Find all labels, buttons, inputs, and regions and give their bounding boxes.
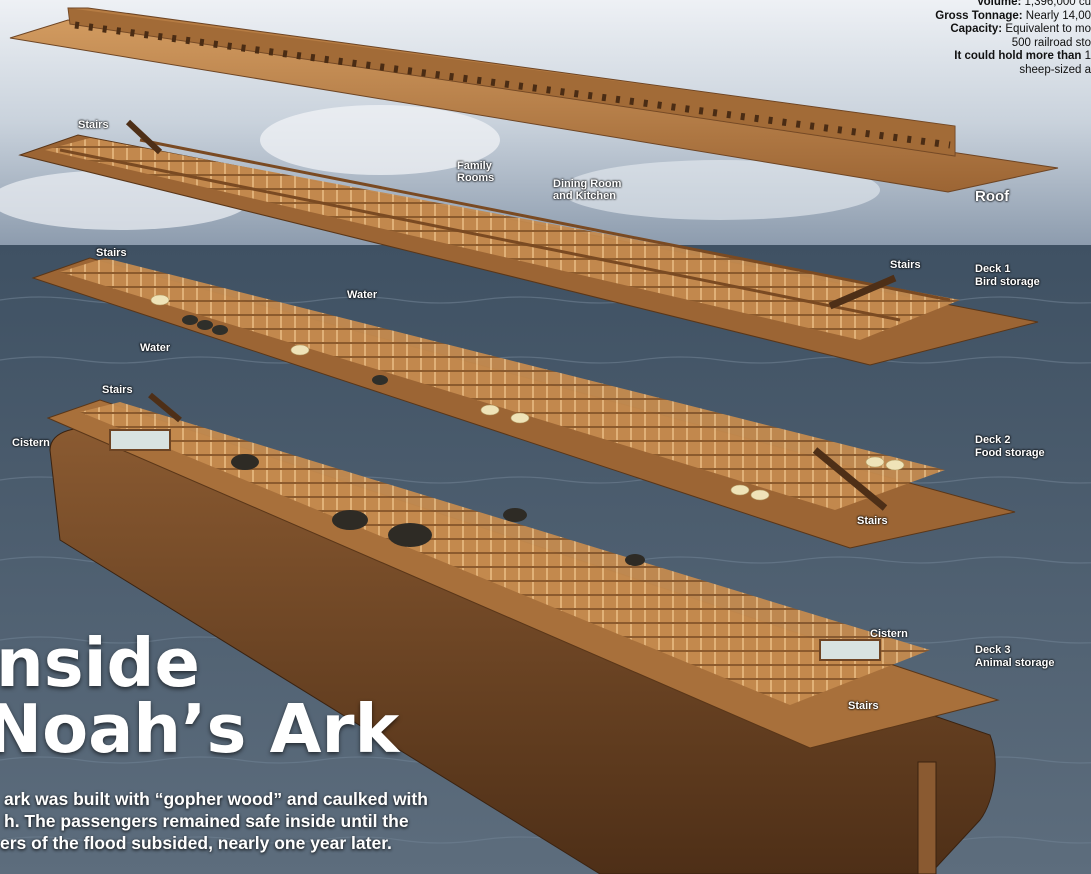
stairs-callout: Stairs	[857, 515, 888, 527]
stairs-callout: Stairs	[96, 247, 127, 259]
intro-line-3: ers of the flood subsided, nearly one ye…	[0, 833, 392, 853]
deck-3-subtitle: Animal storage	[975, 657, 1055, 669]
title-line-2: Noah’s Ark	[0, 690, 400, 768]
deck-2-title: Deck 2	[975, 434, 1011, 446]
water-callout: Water	[140, 342, 171, 354]
deck-1-subtitle: Bird storage	[975, 276, 1040, 288]
stairs-callout: Stairs	[890, 259, 921, 271]
cloud	[560, 160, 880, 220]
ark-specifications: Volume: 1,396,000 cu Gross Tonnage: Near…	[935, 0, 1091, 77]
deck-3-title: Deck 3	[975, 644, 1011, 656]
family-rooms-callout: Family Rooms	[457, 160, 494, 184]
spec-capacity: Capacity: Equivalent to mo	[950, 23, 1091, 35]
deck-2-subtitle: Food storage	[975, 447, 1045, 459]
stairs-callout: Stairs	[78, 119, 109, 131]
intro-paragraph: ark was built with “gopher wood” and cau…	[0, 788, 428, 854]
spec-hold-cont: sheep-sized a	[1019, 63, 1091, 76]
cistern-callout: Cistern	[870, 628, 908, 640]
dining-room-callout: Dining Room and Kitchen	[553, 178, 621, 202]
dining-line-2: and Kitchen	[553, 190, 616, 202]
cistern-callout: Cistern	[12, 437, 50, 449]
deck-1-title: Deck 1	[975, 263, 1011, 275]
water-callout: Water	[347, 289, 378, 301]
roof-label: Roof	[975, 188, 1010, 205]
dining-line-1: Dining Room	[553, 178, 622, 190]
intro-line-1: ark was built with “gopher wood” and cau…	[4, 789, 428, 809]
cloud	[260, 105, 500, 175]
stairs-callout: Stairs	[848, 700, 879, 712]
deck-1-label: Deck 1 Bird storage	[975, 263, 1040, 289]
deck-2-label: Deck 2 Food storage	[975, 434, 1045, 460]
family-rooms-line-2: Rooms	[457, 172, 495, 184]
family-rooms-line-1: Family	[457, 160, 492, 172]
title-line-1: nside	[0, 624, 200, 702]
roof-layer	[9, 7, 1059, 193]
stairs-callout: Stairs	[102, 384, 133, 396]
deck-3-layer	[46, 392, 1000, 874]
spec-hold: It could hold more than 1	[954, 50, 1091, 62]
page-title: nside Noah’s Ark	[0, 624, 400, 768]
spec-tonnage: Gross Tonnage: Nearly 14,00	[935, 9, 1091, 22]
spec-volume: Volume: 1,396,000 cu	[976, 0, 1091, 8]
spec-capacity-cont: 500 railroad sto	[1011, 36, 1091, 49]
intro-line-2: h. The passengers remained safe inside u…	[4, 811, 409, 831]
deck-3-label: Deck 3 Animal storage	[975, 644, 1054, 670]
deck-2-layer	[31, 257, 1016, 549]
deck-1-layer	[18, 119, 1039, 366]
